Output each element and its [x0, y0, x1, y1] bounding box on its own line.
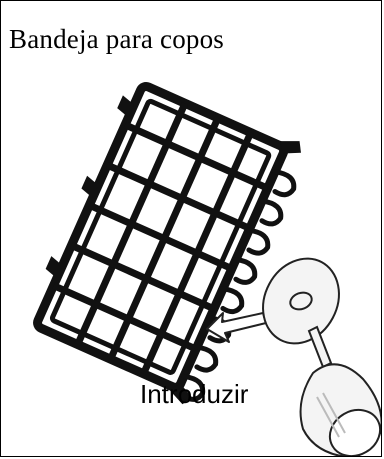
- cup-rack-illustration-icon: [33, 82, 301, 405]
- insert-instruction-label: Introduzir: [140, 379, 249, 409]
- wine-glass-icon: [262, 257, 381, 456]
- page-title: Bandeja para copos: [9, 24, 225, 54]
